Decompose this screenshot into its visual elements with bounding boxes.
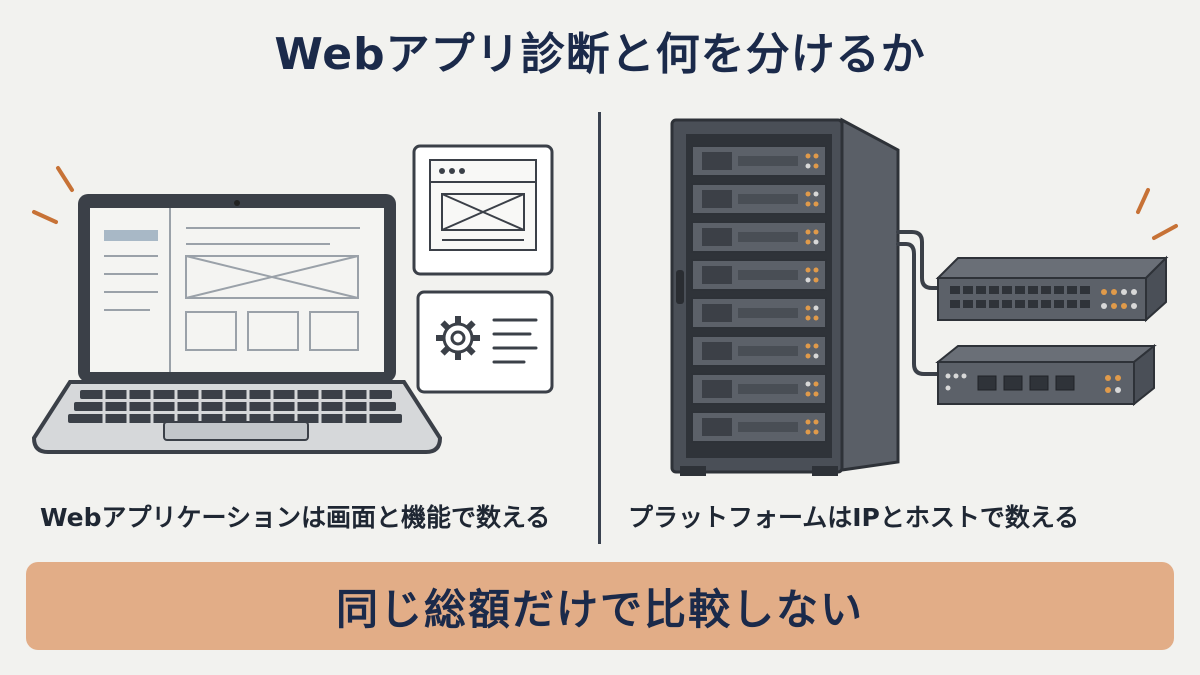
laptop-touchpad [163, 421, 309, 441]
webapp-caption: Webアプリケーションは画面と機能で数える [40, 503, 551, 532]
laptop-illustration [31, 166, 443, 454]
server-units [691, 145, 827, 443]
page-title: Webアプリ診断と何を分けるか [274, 29, 926, 80]
laptop-keyboard [68, 390, 402, 423]
rack-accent-marks [1136, 188, 1178, 240]
network-cables [896, 230, 940, 376]
network-switch-illustration [935, 255, 1169, 323]
settings-card-icon [416, 290, 554, 394]
browser-window-icon [412, 144, 554, 276]
center-divider [598, 112, 601, 544]
server-rack-illustration [670, 117, 900, 476]
conclusion-text: 同じ総額だけで比較しない [335, 584, 864, 634]
router-illustration [935, 343, 1157, 407]
conclusion-banner: 同じ総額だけで比較しない [26, 562, 1174, 650]
laptop-accent-marks [32, 166, 74, 224]
gear-icon [436, 316, 480, 360]
platform-caption: プラットフォームはIPとホストで数える [628, 503, 1080, 532]
